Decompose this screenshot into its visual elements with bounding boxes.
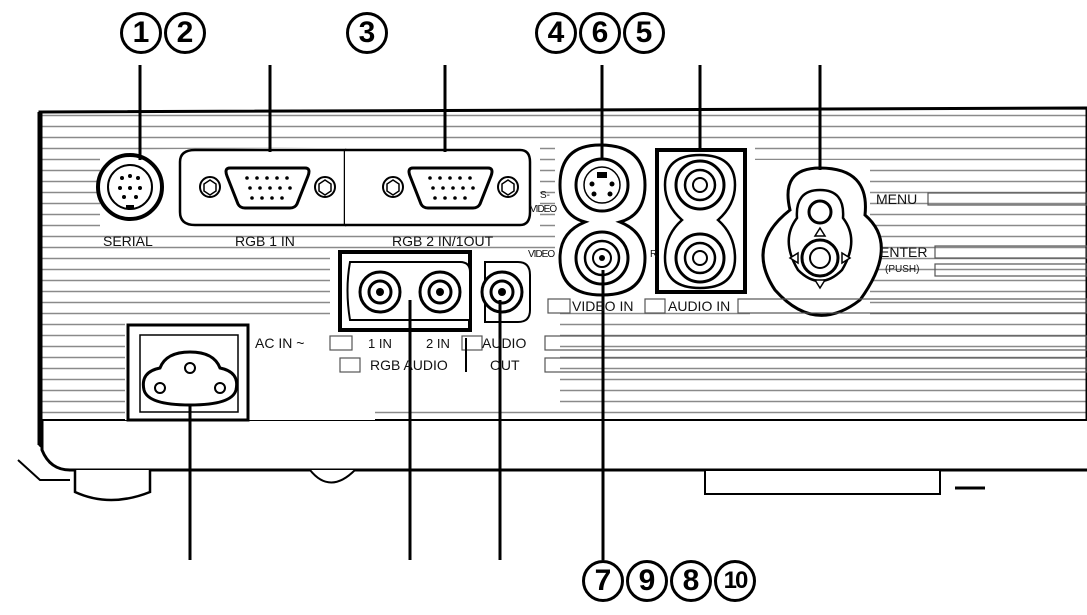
label-audio-out-2: OUT [490, 357, 520, 373]
rgb1-in-port [178, 148, 347, 227]
callout-4: 4 [535, 12, 577, 54]
label-audio-in: AUDIO IN [668, 298, 731, 314]
label-boxes [329, 192, 1087, 373]
callout-5: 5 [623, 12, 665, 54]
callout-1: 1 [120, 12, 162, 54]
callout-3: 3 [346, 12, 388, 54]
label-s-video-1: S- [540, 190, 550, 201]
ac-in-socket [126, 323, 250, 422]
s-video-port [574, 157, 630, 213]
callout-10: 10 [714, 560, 756, 602]
label-1-in: 1 IN [368, 336, 392, 351]
rgb-audio-ports [338, 250, 472, 332]
label-s-video-2: VIDEO [530, 204, 557, 215]
video-rca-port [574, 230, 630, 286]
audio-out-port [480, 261, 531, 323]
label-rgb2-in-out: RGB 2 IN/1OUT [392, 233, 494, 249]
callout-group-1-2: 1 2 [120, 12, 206, 54]
callout-7: 7 [582, 560, 624, 602]
label-rgb-audio: RGB AUDIO [370, 357, 448, 373]
label-2-in: 2 IN [426, 336, 450, 351]
label-ac-in: AC IN ~ [255, 335, 305, 351]
serial-port [96, 153, 164, 221]
label-push: (PUSH) [885, 264, 920, 275]
callout-group-3: 3 [346, 12, 388, 54]
audio-in-ports [655, 148, 747, 294]
video-inputs [558, 143, 647, 297]
label-video: VIDEO [528, 249, 555, 260]
leader-lines [138, 65, 822, 560]
label-enter: ENTER [880, 244, 928, 260]
label-r: R [650, 249, 658, 260]
label-menu: MENU [876, 191, 918, 207]
callout-group-4-6-5: 4 6 5 [535, 12, 665, 54]
callout-6: 6 [579, 12, 621, 54]
menu-enter-control [761, 166, 883, 317]
label-audio-out-1: AUDIO [482, 335, 527, 351]
callout-8: 8 [670, 560, 712, 602]
label-rgb1-in: RGB 1 IN [235, 233, 295, 249]
label-video-in: VIDEO IN [572, 298, 634, 314]
callout-2: 2 [164, 12, 206, 54]
label-serial: SERIAL [103, 233, 153, 249]
rgb2-in-out-port [345, 148, 532, 227]
callout-9: 9 [626, 560, 668, 602]
callout-group-7-9-8-10: 7 9 8 10 [582, 560, 756, 602]
